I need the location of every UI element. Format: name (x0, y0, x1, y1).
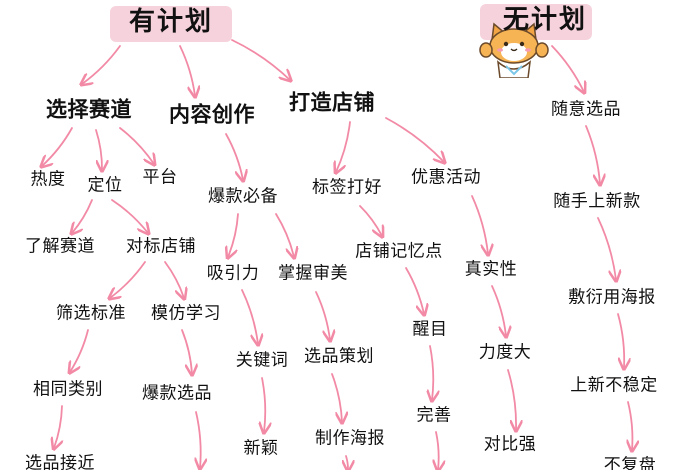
node-positioning: 定位 (87, 175, 123, 196)
node-same-category: 相同类别 (33, 379, 103, 400)
cat-mascot-icon (479, 22, 549, 78)
arrow-planned-to-content (179, 45, 195, 96)
node-imitate-learn: 模仿学习 (151, 303, 221, 324)
node-tags-set: 标签打好 (312, 177, 382, 198)
node-understand-track: 了解赛道 (25, 236, 95, 257)
node-keywords: 关键词 (235, 350, 289, 371)
arrow-essentials-to-aesthetics (275, 213, 294, 257)
arrow-authenticity-to-intensity (491, 285, 506, 336)
arrow-positioning-to-benchmark (111, 199, 148, 233)
node-eye-catching: 醒目 (412, 319, 448, 340)
arrow-hot-to-next (196, 411, 201, 468)
arrow-attraction-to-keywords (241, 289, 258, 344)
arrow-positioning-to-understand (72, 199, 93, 233)
arrow-keywords-to-novel (262, 377, 265, 432)
node-no-review: 不复盘 (603, 455, 657, 470)
arrow-promotion-to-authenticity (471, 195, 488, 254)
arrow-poster-to-next (346, 455, 348, 470)
node-make-poster: 制作海报 (315, 428, 385, 449)
node-authenticity: 真实性 (464, 259, 518, 280)
arrow-planning-to-poster (331, 373, 342, 422)
node-benchmark-shop: 对标店铺 (126, 236, 196, 257)
node-master-aesthetics: 掌握审美 (278, 263, 348, 284)
node-unstable-launch: 上新不稳定 (570, 375, 658, 396)
arrow-benchmark-to-imitate (164, 261, 184, 298)
arrow-content-to-essentials (225, 133, 243, 180)
arrow-sloppy-to-unstable (617, 313, 624, 368)
title-highlight-planned (110, 6, 232, 42)
branch-content-creation: 内容创作 (169, 102, 255, 127)
arrow-shop-to-promotion (385, 117, 444, 162)
arrow-random-to-casual (585, 125, 600, 184)
node-sloppy-poster: 敷衍用海报 (568, 287, 656, 308)
arrow-perfect-to-next (436, 431, 439, 470)
branch-select-track: 选择赛道 (46, 97, 132, 122)
arrow-unplanned-to-random (551, 45, 584, 92)
arrow-filter-to-same (70, 329, 89, 372)
arrow-eye-to-perfect (430, 345, 433, 400)
arrow-casual-to-sloppy (597, 217, 616, 280)
node-product-planning: 选品策划 (304, 346, 374, 367)
node-heat: 热度 (30, 169, 66, 190)
title-unplanned: 无计划 (502, 5, 588, 35)
node-perfect: 完善 (416, 405, 452, 426)
arrow-shop-to-tags (336, 121, 351, 172)
arrow-tags-to-memory (359, 205, 382, 236)
node-novel: 新颖 (243, 438, 279, 459)
node-casual-new: 随手上新款 (553, 191, 641, 212)
arrow-planned-to-track (82, 45, 121, 84)
arrow-essentials-to-attraction (228, 213, 239, 257)
arrow-track-to-platform (119, 127, 154, 164)
node-intensity: 力度大 (478, 342, 532, 363)
node-strong-contrast: 对比强 (483, 434, 537, 455)
arrow-aesthetics-to-planning (315, 291, 330, 340)
node-hit-essentials: 爆款必备 (208, 186, 278, 207)
arrow-track-to-heat (42, 127, 73, 166)
node-platform: 平台 (142, 167, 178, 188)
arrow-memory-to-eye (405, 267, 424, 314)
node-attraction: 吸引力 (206, 263, 260, 284)
node-close-selection: 选品接近 (25, 453, 95, 470)
arrow-benchmark-to-filter (110, 261, 146, 298)
branch-build-shop: 打造店铺 (289, 90, 375, 115)
title-planned: 有计划 (128, 7, 214, 37)
arrow-unstable-to-no-review (628, 401, 632, 450)
node-shop-memory-point: 店铺记忆点 (355, 241, 443, 262)
node-hot-products: 爆款选品 (142, 383, 212, 404)
arrow-track-to-positioning (95, 129, 102, 170)
node-promotion: 优惠活动 (411, 167, 481, 188)
arrow-same-to-close (54, 405, 62, 448)
arrow-intensity-to-contrast (507, 369, 516, 430)
node-filter-criteria: 筛选标准 (56, 303, 126, 324)
arrow-imitate-to-hot (181, 329, 192, 374)
node-random-pick: 随意选品 (551, 99, 621, 120)
arrow-planned-to-shop (231, 39, 290, 80)
